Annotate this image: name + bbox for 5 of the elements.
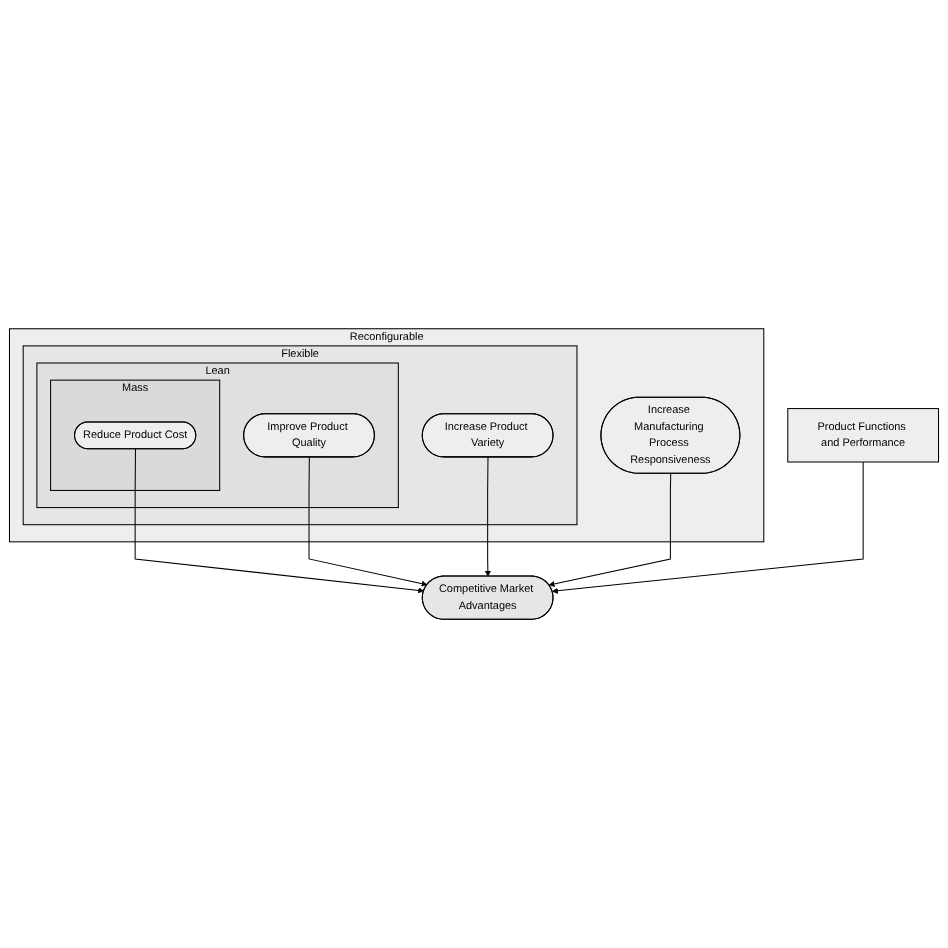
arrow xyxy=(484,456,491,577)
arrow xyxy=(548,473,672,587)
arrow xyxy=(308,456,428,587)
arrow xyxy=(552,461,864,594)
arrow xyxy=(134,448,425,594)
